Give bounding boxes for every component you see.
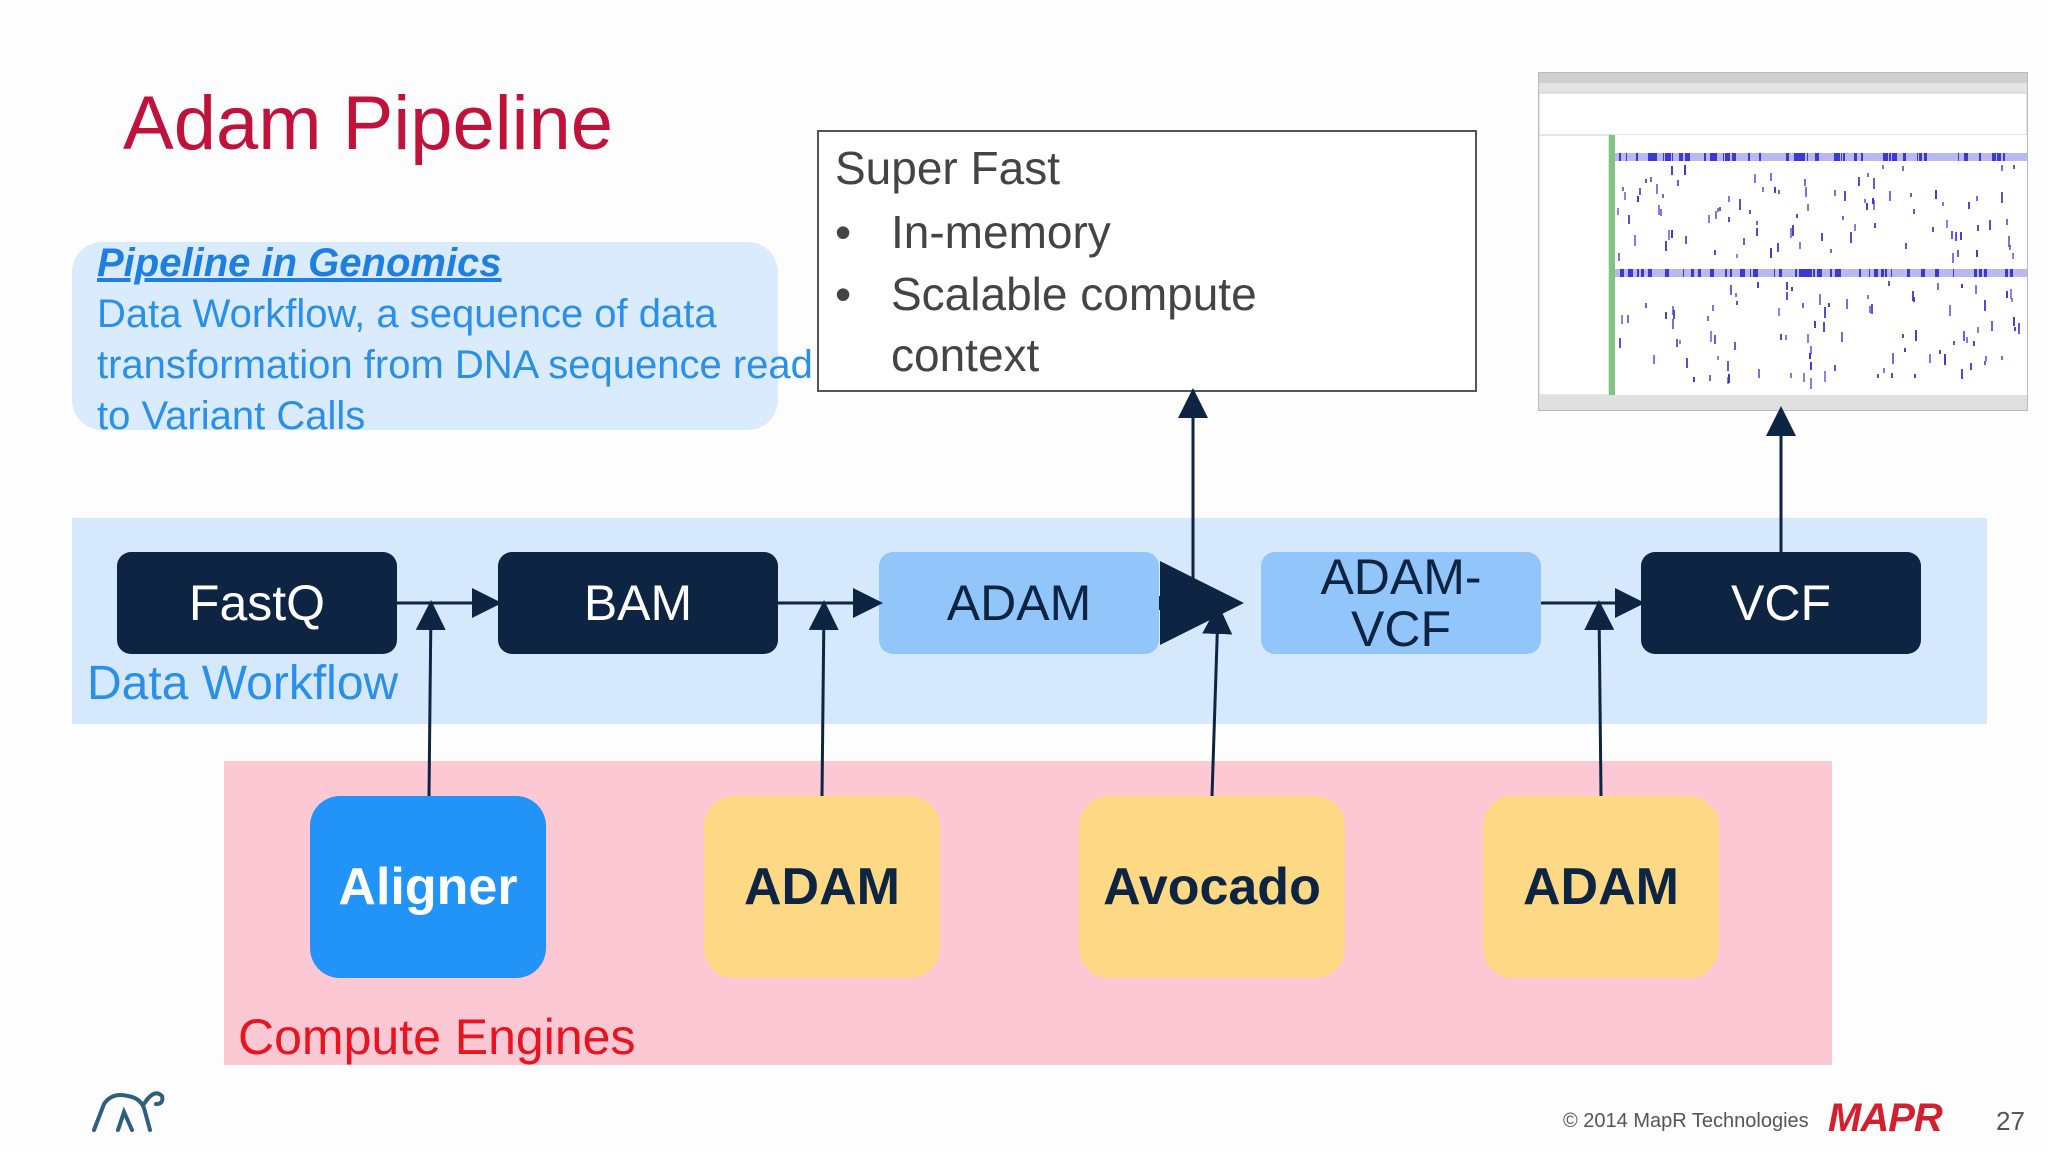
elephant-logo-icon xyxy=(88,1082,168,1134)
page-number: 27 xyxy=(1996,1106,2025,1136)
page-title: Adam Pipeline xyxy=(123,81,614,166)
node-bam: BAM xyxy=(498,552,778,654)
bullet-dot-icon: • xyxy=(835,206,852,258)
data-workflow-label: Data Workflow xyxy=(87,657,399,710)
bullet-dot-icon: • xyxy=(835,268,852,320)
engine-aligner: Aligner xyxy=(310,796,546,978)
superfast-bullet-continuation: context xyxy=(835,324,1039,386)
copyright: © 2014 MapR Technologies xyxy=(1563,1110,1809,1132)
bullet-text: context xyxy=(891,329,1040,381)
callout-body: Data Workflow, a sequence of data transf… xyxy=(97,292,813,438)
genome-viewer-graphic xyxy=(1539,73,2027,410)
superfast-bullet: • In-memory xyxy=(835,201,1111,263)
engine-adam-vcf: ADAM xyxy=(1483,796,1719,978)
genome-browser-screenshot xyxy=(1538,72,2028,411)
node-adam-vcf: ADAM- VCF xyxy=(1261,551,1541,655)
callout-background xyxy=(72,242,778,430)
engine-avocado: Avocado xyxy=(1079,796,1345,978)
node-vcf: VCF xyxy=(1641,552,1921,654)
engine-adam: ADAM xyxy=(704,796,940,978)
superfast-box xyxy=(817,130,1477,392)
node-fastq: FastQ xyxy=(117,552,397,654)
node-adam: ADAM xyxy=(879,552,1159,654)
bullet-text: Scalable compute xyxy=(891,268,1257,320)
superfast-title: Super Fast xyxy=(835,142,1060,194)
callout: Pipeline in Genomics Data Workflow, a se… xyxy=(97,238,817,442)
bullet-text: In-memory xyxy=(891,206,1111,258)
brand-logo: MAPR xyxy=(1828,1096,1943,1140)
callout-heading[interactable]: Pipeline in Genomics xyxy=(97,241,502,285)
compute-engines-label: Compute Engines xyxy=(238,1009,636,1065)
superfast-bullet: • Scalable compute xyxy=(835,263,1257,325)
